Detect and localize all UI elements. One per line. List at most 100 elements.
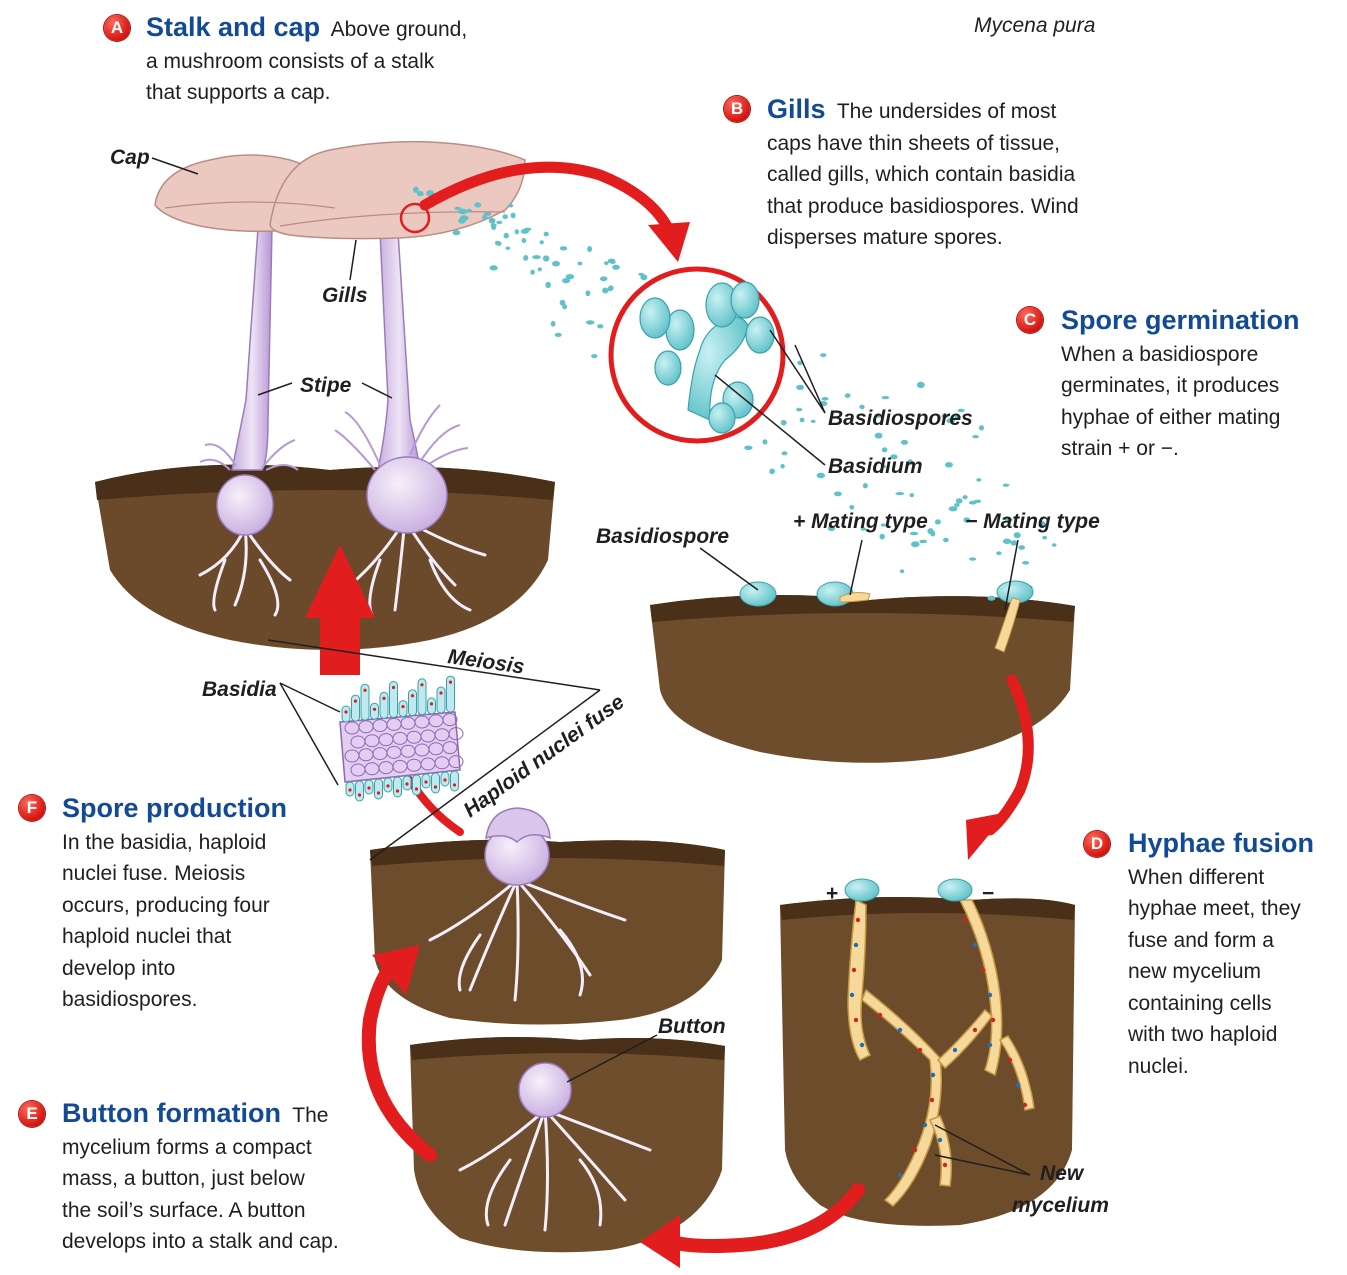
spore-dot [474, 202, 481, 207]
spore-dot [586, 320, 595, 324]
label-meiosis: Meiosis [446, 645, 525, 678]
spore-dot [545, 282, 551, 288]
spore-dot [608, 259, 616, 264]
spore-dot [532, 255, 541, 259]
arrow-head-fusion [966, 812, 1008, 860]
basidium-nucleus [420, 683, 423, 686]
nucleus-dot [850, 993, 854, 997]
nucleus-dot [1008, 1058, 1012, 1062]
spore-dot [901, 440, 908, 445]
spore-dot [880, 534, 885, 540]
spore-dot [976, 478, 981, 482]
spore-dot [895, 492, 904, 495]
spore-dot [911, 541, 920, 547]
bulb-left [217, 475, 273, 535]
label-basidia: Basidia [202, 678, 277, 701]
basidium-cell [428, 698, 436, 714]
step-a-line-2: a mushroom consists of a stalk [146, 50, 434, 73]
young-mushroom-middle [485, 808, 550, 885]
bulb-right [367, 457, 447, 533]
stipe-right [378, 232, 420, 470]
basidium-cell [380, 692, 388, 718]
basidium-nucleus [411, 694, 414, 697]
basidium-cell [432, 773, 440, 793]
basidium-nucleus [434, 785, 437, 788]
step-f-line-1: In the basidia, haploid [62, 831, 266, 854]
label-basidiospore: Basidiospore [596, 525, 729, 548]
step-f-text: Spore production In the basidia, haploid… [62, 793, 322, 1016]
basidium-nucleus [377, 791, 380, 794]
basidium-nucleus [430, 702, 433, 705]
spore-dot [454, 207, 461, 210]
spore-dot [943, 538, 949, 543]
basidium-nucleus [348, 788, 351, 791]
basidium-cell [409, 690, 417, 716]
nucleus-dot [854, 1018, 858, 1022]
spore-dot [515, 229, 519, 234]
spore-dot [1003, 484, 1010, 487]
nucleus-dot [856, 918, 860, 922]
nucleus-dot [878, 1013, 882, 1017]
nucleus-dot [988, 1043, 992, 1047]
nucleus-dot [1023, 1103, 1027, 1107]
spore-dot [796, 385, 804, 390]
step-e-line-5: develops into a stalk and cap. [62, 1230, 339, 1253]
step-a-line-3: that supports a cap. [146, 81, 330, 104]
label-new: New [1040, 1162, 1085, 1185]
spore-dot [969, 501, 977, 505]
basidium-cell [356, 781, 364, 801]
spore-dot [744, 446, 752, 450]
nucleus-dot [852, 968, 856, 972]
spore-dot [800, 418, 805, 423]
nucleus-dot [991, 1018, 995, 1022]
spore-dot [586, 290, 591, 296]
label-gills: Gills [322, 284, 368, 307]
spore-dot [849, 505, 854, 510]
nucleus-dot [860, 1043, 864, 1047]
nucleus-dot [938, 1138, 942, 1142]
basidium-nucleus [439, 691, 442, 694]
step-e-badge: E [19, 1101, 45, 1127]
spore-dot [945, 462, 953, 468]
spore-dot [577, 262, 582, 266]
spore-dot [919, 540, 927, 543]
spore-dot [834, 492, 842, 497]
arrow-head-gills [648, 222, 690, 262]
spore-dot [497, 241, 502, 246]
spore-dot [544, 232, 549, 237]
nucleus-dot [988, 993, 992, 997]
spore-dot [489, 218, 496, 224]
basidium-nucleus [443, 778, 446, 781]
spore-dot [523, 255, 528, 261]
spore-dot [1014, 532, 1021, 538]
spore-dot [817, 473, 825, 479]
step-d-line-2: hyphae meet, they [1128, 897, 1301, 920]
basidium-nucleus [344, 710, 347, 713]
label-button: Button [658, 1015, 726, 1038]
spore-dot [482, 215, 487, 220]
spore-dot [600, 276, 608, 281]
spore-dot [543, 255, 549, 261]
step-b-badge: B [724, 96, 750, 122]
basidium-nucleus [382, 697, 385, 700]
basidium-nucleus [354, 700, 357, 703]
spore-dot [496, 221, 502, 224]
nucleus-dot [854, 943, 858, 947]
nucleus-dot [898, 1028, 902, 1032]
basidium-nucleus [401, 705, 404, 708]
step-d-text: Hyphae fusion When different hyphae meet… [1128, 828, 1338, 1082]
basidium-cell [375, 779, 383, 799]
step-a-line-1: Above ground, [331, 18, 468, 41]
spore-dot [996, 551, 1001, 555]
step-d-line-7: nuclei. [1128, 1055, 1189, 1078]
spore-dot [1052, 543, 1057, 547]
spore-dot [782, 451, 788, 455]
spore-dot [538, 267, 542, 271]
step-d-line-4: new mycelium [1128, 960, 1261, 983]
step-e-line-2: mycelium forms a compact [62, 1136, 312, 1159]
basidium-cell [352, 695, 360, 721]
spore-dot [845, 393, 851, 398]
step-f-line-3: occurs, producing four [62, 894, 270, 917]
basidium-nucleus [367, 786, 370, 789]
